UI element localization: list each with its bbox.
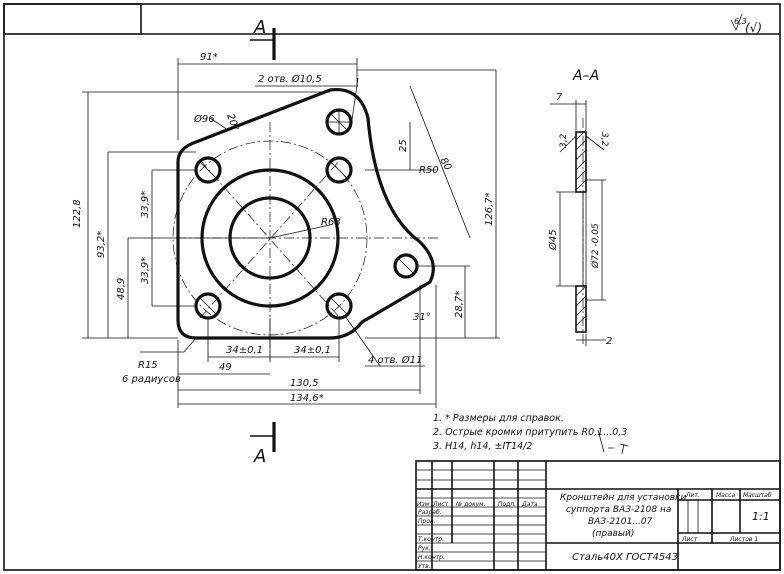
part-name-line1: Кронштейн для установки [560,493,687,503]
dim-holes-2: 2 отв. Ø10,5 [258,73,322,85]
drawing-label: A [253,446,266,467]
section-title: A–A [572,68,599,84]
drawing-label: Лист [681,536,698,543]
drawing-label: (√) [745,21,762,35]
drawing-label: Т.контр. [418,536,444,543]
section-marker-bottom: A [250,422,276,467]
sec-dim-d45: Ø45 [547,229,559,251]
hole-lower-right [325,292,353,320]
drawing-label: Разраб. [418,509,442,516]
roughness-mark: 6,3 (√) [730,13,762,35]
drawing-label: № докум. [455,501,486,508]
handwritten-mark [597,429,629,455]
dim-34-right: 34±0,1 [294,345,331,356]
dim-r15: R15 [138,360,158,371]
drawing-label: Листов 1 [729,536,758,543]
dim-91: 91* [200,52,218,63]
sec-dim-7: 7 [556,92,563,103]
dim-33-9-lower: 33,9* [140,257,151,284]
section-view-a-a: A–A 7 3,2 3,2 Ø45 Ø72 -0,05 2 [547,68,612,347]
drawing-label: Масса [716,492,735,499]
dim-r68: R68 [321,217,341,228]
technical-notes: 1. * Размеры для справок. 2. Острые кром… [433,413,627,452]
dim-r50: R50 [419,165,439,176]
sec-dim-3-2-left: 3,2 [559,133,569,148]
outer-frame [3,3,781,571]
drawing-label: Масштаб [743,492,772,499]
drawing-label: 6,3 [734,17,747,26]
dim-radii: 6 радиусов [122,374,181,385]
drawing-label: Лист [432,501,449,508]
part-name-line3: ВАЗ-2101...07 [588,517,653,527]
drawing-label: Изм [417,501,430,508]
hole-upper-left [194,156,222,184]
dim-93-2: 93,2* [96,231,107,258]
dim-134-6: 134,6* [290,393,324,404]
section-marker-top: A [250,17,276,60]
dim-25: 25 [398,139,409,152]
dim-33-9-upper: 33,9* [140,191,151,218]
corner-box [3,3,142,35]
drawing-label: Рук. [418,545,431,552]
dim-28-7: 28,7* [454,291,465,318]
material: Сталь40Х ГОСТ4543 [572,552,678,563]
dim-49: 49 [219,362,232,373]
dim-48-9: 48,9 [116,278,127,300]
dim-126-7: 126,7* [484,192,495,226]
title-block: Изм Лист № докум. Подп. Дата Разраб. Про… [415,460,781,571]
sec-dim-3-2-right: 3,2 [599,132,609,147]
drawing-label: Н.контр. [418,554,445,561]
sec-dim-d72: Ø72 -0,05 [590,223,601,269]
hole-side [393,253,419,279]
drawing-label: Утв. [418,563,431,570]
drawing-label: Лит. [685,492,700,499]
dim-80: 80 [437,156,453,173]
drawing-label: Подп. [498,501,516,508]
scale-value: 1:1 [752,510,770,523]
dim-122-8: 122,8 [72,199,83,228]
drawing-label: 1. * Размеры для справок. [433,413,564,424]
dim-34-left: 34±0,1 [226,345,263,356]
sec-dim-2: 2 [606,336,612,347]
plate-outline [176,87,435,340]
dim-holes-4: 4 отв. Ø11 [368,354,422,366]
hole-lower-left [194,292,222,320]
dim-d96: Ø96 [193,113,215,125]
drawing-label: A [253,17,266,38]
hole-top-right [325,108,353,136]
drawing-label: Дата [521,501,538,508]
bracket-plate-view: 91* 2 отв. Ø10,5 20° Ø96 25 80 R50 R68 1… [72,52,500,408]
drawing-label: Пров. [418,518,436,525]
dim-angle-31: 31° [413,312,431,323]
part-name-line4: (правый) [592,529,634,539]
drawing-label: 3. H14, h14, ±IT14/2 [433,441,532,452]
drawing-label: 2. Острые кромки притупить R0,1...0,3 [433,427,627,438]
part-name-line2: суппорта ВАЗ-2108 на [566,505,671,515]
dim-130-5: 130,5 [290,378,319,389]
hole-upper-right [325,156,353,184]
